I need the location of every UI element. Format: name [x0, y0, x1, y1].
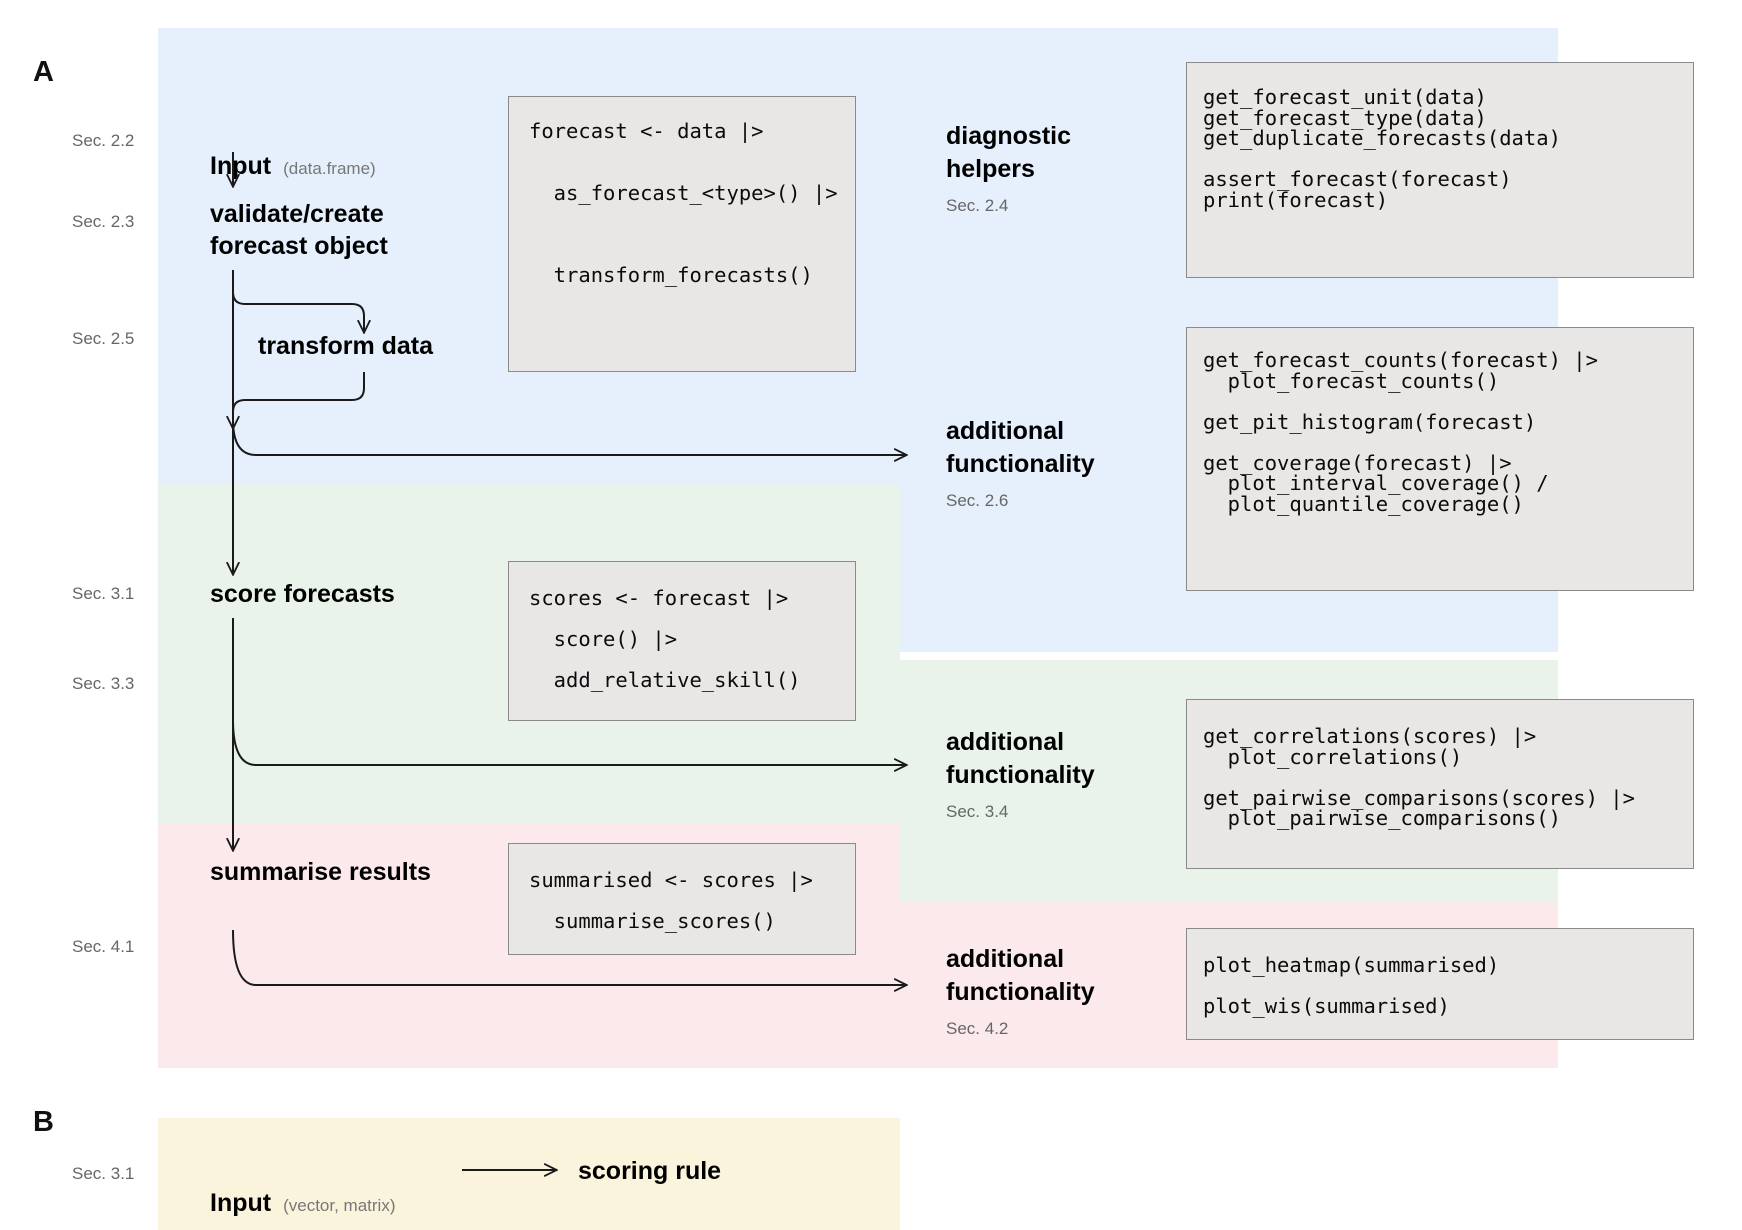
panel-b-input: Input (vector, matrix) — [210, 1155, 396, 1219]
sec-marker-3-1: Sec. 3.1 — [72, 584, 135, 603]
sec-marker-2-5: Sec. 2.5 — [72, 329, 135, 348]
sec-marker-4-1: Sec. 4.1 — [72, 937, 135, 956]
flow-step-input: Input (data.frame) — [210, 118, 376, 182]
panel-b-scoring-rule: scoring rule — [578, 1157, 722, 1185]
panel-letter-a: A — [33, 56, 54, 88]
flow-step-score: score forecasts — [210, 580, 395, 608]
flow-step-summarise: summarise results — [210, 858, 431, 886]
panel-letter-b: B — [33, 1106, 54, 1138]
right-label-additional-3-4-section: Sec. 3.4 — [946, 802, 1009, 821]
code-box-additional-2-6: get_forecast_counts(forecast) |> plot_fo… — [1186, 327, 1694, 591]
flow-step-validate: validate/create forecast object — [210, 200, 388, 260]
code-box-additional-3-4: get_correlations(scores) |> plot_correla… — [1186, 699, 1694, 869]
right-label-additional-4-2-section: Sec. 4.2 — [946, 1019, 1009, 1038]
sec-marker-3-1-panel-b: Sec. 3.1 — [72, 1164, 135, 1183]
flow-step-transform: transform data — [258, 332, 434, 360]
sec-marker-2-3: Sec. 2.3 — [72, 212, 135, 231]
section-band-yellow — [158, 1118, 900, 1230]
right-label-additional-4-2: additional functionality — [946, 945, 1095, 1006]
right-label-diagnostic-helpers-section: Sec. 2.4 — [946, 196, 1009, 215]
panel-b-input-label: Input — [210, 1189, 272, 1217]
right-label-additional-2-6: additional functionality — [946, 417, 1095, 478]
code-box-create-forecast: forecast <- data |> as_forecast_<type>()… — [508, 96, 856, 372]
flow-step-input-annotation: (data.frame) — [283, 159, 376, 178]
flow-step-input-label: Input — [210, 152, 272, 180]
code-box-additional-4-2: plot_heatmap(summarised) plot_wis(summar… — [1186, 928, 1694, 1040]
sec-marker-2-2: Sec. 2.2 — [72, 131, 135, 150]
right-label-diagnostic-helpers: diagnostic helpers — [946, 122, 1072, 183]
panel-b-input-annotation: (vector, matrix) — [283, 1196, 396, 1215]
code-box-score: scores <- forecast |> score() |> add_rel… — [508, 561, 856, 721]
code-box-summarise: summarised <- scores |> summarise_scores… — [508, 843, 856, 955]
sec-marker-3-3: Sec. 3.3 — [72, 674, 135, 693]
right-label-additional-2-6-section: Sec. 2.6 — [946, 491, 1009, 510]
right-label-additional-3-4: additional functionality — [946, 728, 1095, 789]
code-box-diagnostic-helpers: get_forecast_unit(data) get_forecast_typ… — [1186, 62, 1694, 278]
